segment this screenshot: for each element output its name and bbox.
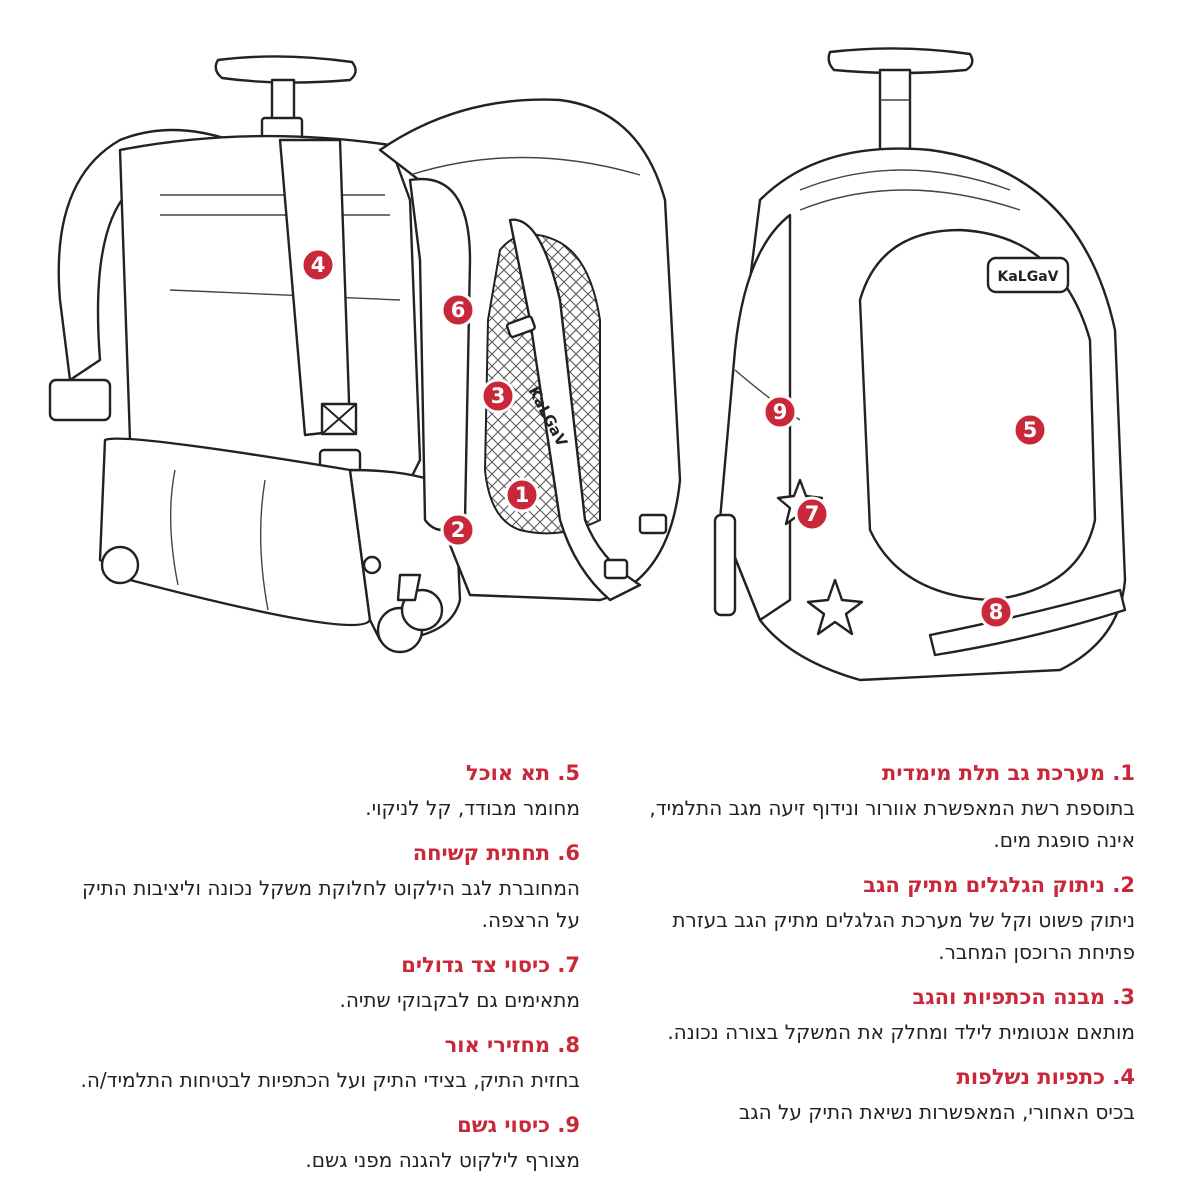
- feature-description: בכיס האחורי, המאפשרות נשיאת התיק על הגב: [738, 1100, 1135, 1124]
- marker-2: 2: [440, 512, 476, 548]
- feature-title: 8. מחזירי אור: [444, 1033, 580, 1057]
- feature-description: מותאם אנטומית לילד ומחלק את המשקל בצורה …: [667, 1020, 1135, 1044]
- marker-8: 8: [978, 594, 1014, 630]
- feature-title: 5. תא אוכל: [466, 761, 580, 785]
- marker-4: 4: [300, 247, 336, 283]
- feature-item: 7. כיסוי צד גדולים מתאימים גם לבקבוקי שת…: [70, 950, 581, 1016]
- marker-5: 5: [1012, 412, 1048, 448]
- svg-text:7: 7: [805, 502, 820, 526]
- feature-title: 7. כיסוי צד גדולים: [401, 953, 580, 977]
- svg-text:3: 3: [491, 384, 506, 408]
- marker-1: 1: [504, 477, 540, 513]
- svg-text:8: 8: [989, 600, 1004, 624]
- back-side-backpack: KaLGaV: [378, 98, 682, 602]
- feature-title: 2. ניתוק הגלגלים מתיק הגב: [863, 873, 1135, 897]
- feature-description: ניתוק פשוט וקל של מערכת הגלגלים מתיק הגב…: [672, 908, 1135, 964]
- svg-text:5: 5: [1023, 418, 1038, 442]
- feature-description: בתוספת רשת המאפשרת אוורור ונידוף זיעה מג…: [649, 796, 1135, 852]
- feature-title: 3. מבנה הכתפיות והגב: [912, 985, 1135, 1009]
- feature-description: בחזית התיק, בצידי התיק ועל הכתפיות לבטיח…: [80, 1068, 581, 1092]
- marker-6: 6: [440, 292, 476, 328]
- feature-description: מתאימים גם לבקבוקי שתיה.: [339, 988, 581, 1012]
- marker-9: 9: [762, 394, 798, 430]
- feature-item: 9. כיסוי גשם מצורף לילקוט להגנה מפני גשם…: [70, 1110, 580, 1176]
- front-view-backpack: KaLGaV: [713, 47, 1127, 682]
- features-column-left: 5. תא אוכל מחומר מבודד, קל לניקוי. 6. תח…: [70, 758, 581, 1190]
- feature-item: 6. תחתית קשיחה המחוברת לגב הילקוט לחלוקת…: [70, 838, 580, 936]
- rear-view-backpack: [48, 55, 462, 654]
- feature-item: 5. תא אוכל מחומר מבודד, קל לניקוי.: [70, 758, 580, 824]
- svg-text:6: 6: [451, 298, 466, 322]
- feature-description: המחוברת לגב הילקוט לחלוקת משקל נכונה ולי…: [81, 876, 580, 932]
- feature-title: 4. כתפיות נשלפות: [956, 1065, 1135, 1089]
- svg-text:4: 4: [311, 253, 326, 277]
- brand-logo-text: KaLGaV: [998, 269, 1059, 285]
- svg-text:9: 9: [773, 400, 788, 424]
- feature-item: 1. מערכת גב תלת מימדית בתוספת רשת המאפשר…: [640, 758, 1135, 856]
- feature-item: 3. מבנה הכתפיות והגב מותאם אנטומית לילד …: [640, 982, 1135, 1048]
- marker-3: 3: [480, 378, 516, 414]
- feature-item: 8. מחזירי אור בחזית התיק, בצידי התיק ועל…: [70, 1030, 581, 1096]
- svg-text:1: 1: [515, 483, 530, 507]
- brand-logo-plate: [986, 256, 1070, 294]
- feature-title: 1. מערכת גב תלת מימדית: [882, 761, 1135, 785]
- feature-title: 6. תחתית קשיחה: [412, 841, 580, 865]
- features-column-right: 1. מערכת גב תלת מימדית בתוספת רשת המאפשר…: [640, 758, 1135, 1142]
- feature-description: מחומר מבודד, קל לניקוי.: [365, 796, 580, 820]
- feature-description: מצורף לילקוט להגנה מפני גשם.: [305, 1148, 580, 1172]
- backpack-illustration: KaLGaV KaLGaV 1 2 3: [48, 47, 1127, 682]
- feature-item: 2. ניתוק הגלגלים מתיק הגב ניתוק פשוט וקל…: [640, 870, 1135, 968]
- svg-text:2: 2: [451, 518, 466, 542]
- star-decoration-icon: [806, 578, 864, 636]
- feature-title: 9. כיסוי גשם: [457, 1113, 580, 1137]
- marker-7: 7: [794, 496, 830, 532]
- feature-item: 4. כתפיות נשלפות בכיס האחורי, המאפשרות נ…: [640, 1062, 1135, 1128]
